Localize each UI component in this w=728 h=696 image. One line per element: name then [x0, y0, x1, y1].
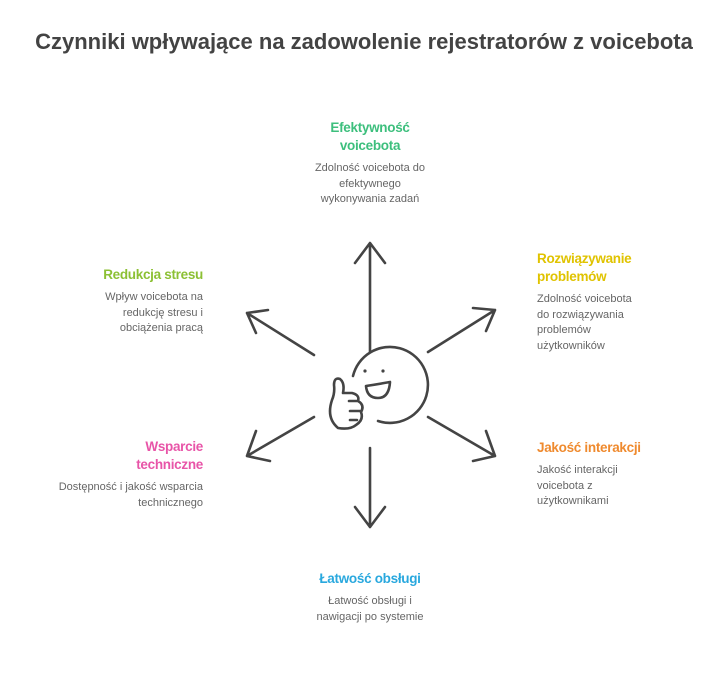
factor-heading: Łatwość obsługi: [319, 571, 421, 586]
factor-heading: Redukcja stresu: [103, 267, 203, 282]
arrow-down: [353, 446, 387, 529]
factor-heading: Wsparcie techniczne: [136, 439, 203, 472]
factor-latwosc: Łatwość obsługi Łatwość obsługi i nawiga…: [285, 570, 455, 625]
factor-description: Dostępność i jakość wsparcia techniczneg…: [58, 481, 203, 509]
factor-description: Jakość interakcji voicebota z użytkownik…: [537, 464, 618, 507]
diagram-title: Czynniki wpływające na zadowolenie rejes…: [35, 29, 693, 54]
arrow-lower-left: [245, 415, 316, 463]
factor-heading: Jakość interakcji: [537, 440, 641, 455]
factor-description: Zdolność voicebota do efektywnego wykony…: [314, 162, 426, 205]
factor-redukcja: Redukcja stresu Wpływ voicebota na reduk…: [63, 266, 203, 337]
factor-rozwiazywanie: Rozwiązywanie problemów Zdolność voicebo…: [537, 250, 672, 354]
arrow-upper-right: [426, 306, 497, 354]
factor-heading: Efektywność voicebota: [330, 120, 410, 153]
smiley-thumbs-up-icon: [328, 345, 430, 430]
factor-description: Zdolność voicebota do rozwiązywania prob…: [537, 293, 632, 352]
arrow-upper-left: [245, 308, 316, 357]
arrow-lower-right: [426, 415, 497, 463]
factor-jakosc: Jakość interakcji Jakość interakcji voic…: [537, 439, 657, 510]
factor-description: Wpływ voicebota na redukcję stresu i obc…: [105, 291, 203, 334]
factor-heading: Rozwiązywanie problemów: [537, 251, 632, 284]
factor-efektywnosc: Efektywność voicebota Zdolność voicebota…: [285, 119, 455, 208]
arrow-up: [353, 241, 387, 354]
factor-description: Łatwość obsługi i nawigacji po systemie: [316, 595, 424, 623]
factor-wsparcie: Wsparcie techniczne Dostępność i jakość …: [53, 438, 204, 511]
